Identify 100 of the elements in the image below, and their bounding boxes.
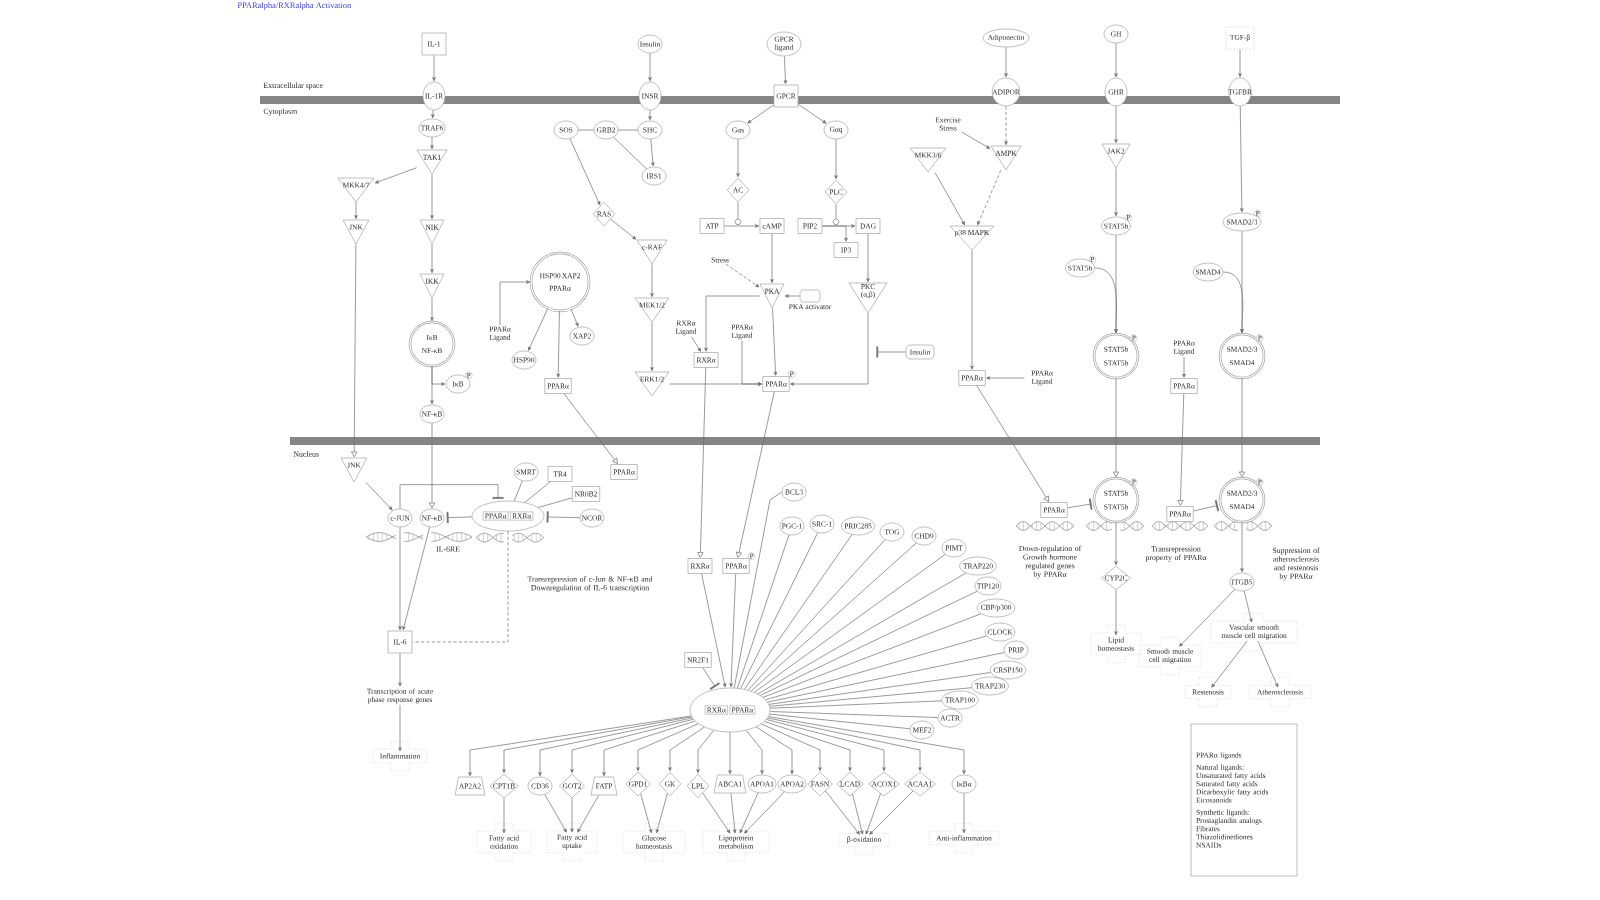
connector-line xyxy=(765,635,987,700)
arrow xyxy=(640,793,653,834)
arrow xyxy=(986,376,1025,380)
arrow xyxy=(869,790,914,835)
arrow xyxy=(528,308,549,351)
arrow xyxy=(725,263,760,288)
arrow xyxy=(499,280,531,326)
arrow xyxy=(735,391,775,558)
arrow xyxy=(702,792,731,834)
arrow xyxy=(428,423,436,509)
connector-line xyxy=(740,532,819,689)
connector-line xyxy=(733,491,782,689)
connector-line xyxy=(618,129,638,131)
arrow xyxy=(1243,590,1253,623)
connector-line xyxy=(762,613,982,698)
arrow xyxy=(430,298,434,322)
arrow xyxy=(798,104,827,124)
inhibition-line xyxy=(702,667,720,690)
connector-line xyxy=(768,672,991,705)
inhibition-line xyxy=(446,512,473,524)
arrow xyxy=(744,791,785,834)
arrow xyxy=(783,56,788,85)
connector-line xyxy=(513,480,523,502)
arrow xyxy=(976,385,1050,502)
arrow xyxy=(650,322,654,372)
arrow xyxy=(430,244,434,274)
arrow xyxy=(1004,106,1008,146)
arrow xyxy=(430,366,434,405)
arrow xyxy=(430,174,434,220)
arrow xyxy=(431,109,435,119)
arrow xyxy=(1182,356,1186,378)
arrow xyxy=(1114,590,1118,636)
arrow xyxy=(1238,378,1246,478)
connector-line xyxy=(750,542,917,692)
arrow xyxy=(502,798,506,834)
arrow xyxy=(602,720,696,777)
arrow xyxy=(736,139,740,178)
arrow xyxy=(739,792,759,834)
arrow xyxy=(761,723,822,772)
arrow xyxy=(747,104,774,124)
arrow xyxy=(764,721,852,772)
arrow xyxy=(790,313,869,386)
arrow xyxy=(865,793,881,835)
arrow xyxy=(1239,106,1244,213)
arrow xyxy=(569,138,601,206)
arrow xyxy=(1094,267,1118,334)
arrow xyxy=(668,726,705,772)
connector-line xyxy=(769,687,972,707)
arrow xyxy=(1114,168,1118,217)
arrow xyxy=(770,233,774,284)
arrow xyxy=(538,717,693,777)
arrow xyxy=(977,170,1002,226)
arrow xyxy=(1257,640,1279,688)
arrow xyxy=(432,55,436,82)
arrow xyxy=(1004,47,1008,78)
arrow xyxy=(772,308,778,376)
arrow xyxy=(1114,522,1118,566)
arrow xyxy=(1177,393,1185,506)
connector-line xyxy=(760,590,978,696)
arrow xyxy=(866,233,870,283)
connector-line xyxy=(754,554,946,693)
connector-line xyxy=(412,531,509,643)
arrow xyxy=(374,167,417,184)
arrow xyxy=(730,793,737,834)
connector-line xyxy=(769,711,939,718)
arrow xyxy=(1179,589,1236,647)
connector-line xyxy=(578,129,594,131)
connector-line xyxy=(757,572,967,695)
arrow xyxy=(822,225,848,242)
arrow xyxy=(570,308,579,327)
inhibition-line xyxy=(546,511,580,523)
arrow xyxy=(724,224,760,228)
inhibition-line xyxy=(876,346,906,358)
arrow xyxy=(1238,49,1242,78)
arrow xyxy=(655,793,668,834)
arrow xyxy=(577,795,599,833)
inhibition-line xyxy=(399,484,504,509)
arrow xyxy=(650,139,655,167)
arrow xyxy=(502,716,692,774)
connector-line xyxy=(769,700,942,709)
arrow xyxy=(1222,271,1244,334)
arrow xyxy=(768,716,966,775)
arrow xyxy=(729,573,737,688)
connector-line xyxy=(524,481,551,503)
arrow xyxy=(691,336,701,352)
arrow xyxy=(741,340,762,386)
arrow xyxy=(610,218,637,240)
arrow xyxy=(468,715,692,777)
arrow xyxy=(351,244,358,458)
arrow xyxy=(784,294,800,298)
arrow xyxy=(755,726,794,775)
arrow xyxy=(556,311,560,378)
connector-line xyxy=(767,652,1005,703)
arrow xyxy=(697,367,707,558)
arrow xyxy=(570,798,574,833)
arrow xyxy=(961,131,991,149)
arrow xyxy=(696,730,714,774)
arrow xyxy=(834,139,838,180)
connector-line xyxy=(737,202,739,219)
arrow xyxy=(563,393,618,464)
